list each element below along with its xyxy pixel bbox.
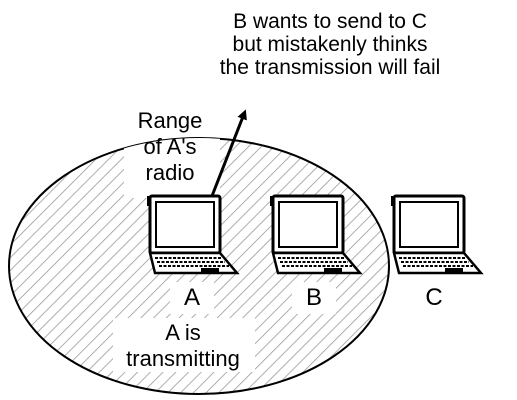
caption-line-3: the transmission will fail xyxy=(219,56,441,79)
node-label-a: A xyxy=(183,284,200,311)
laptop-a-icon xyxy=(147,194,240,275)
laptop-c-icon xyxy=(391,194,484,275)
node-label-b: B xyxy=(305,284,322,311)
label-backgrounds xyxy=(113,138,336,372)
range-label-line-2: of A's xyxy=(143,134,197,159)
laptop-b-icon xyxy=(270,194,363,275)
range-label: Range of A's radio xyxy=(120,108,220,186)
node-label-c: C xyxy=(425,284,443,311)
range-label-line-1: Range xyxy=(137,108,203,133)
range-arrow-icon xyxy=(210,109,247,197)
caption-line-1: B wants to send to C xyxy=(233,10,427,33)
status-label: A is transmitting xyxy=(108,320,258,372)
status-line-1: A is xyxy=(165,320,201,345)
caption-line-2: but mistakenly thinks xyxy=(232,33,428,56)
status-line-2: transmitting xyxy=(126,346,240,371)
caption: B wants to send to C but mistakenly thin… xyxy=(170,10,490,79)
range-label-line-3: radio xyxy=(145,160,195,185)
